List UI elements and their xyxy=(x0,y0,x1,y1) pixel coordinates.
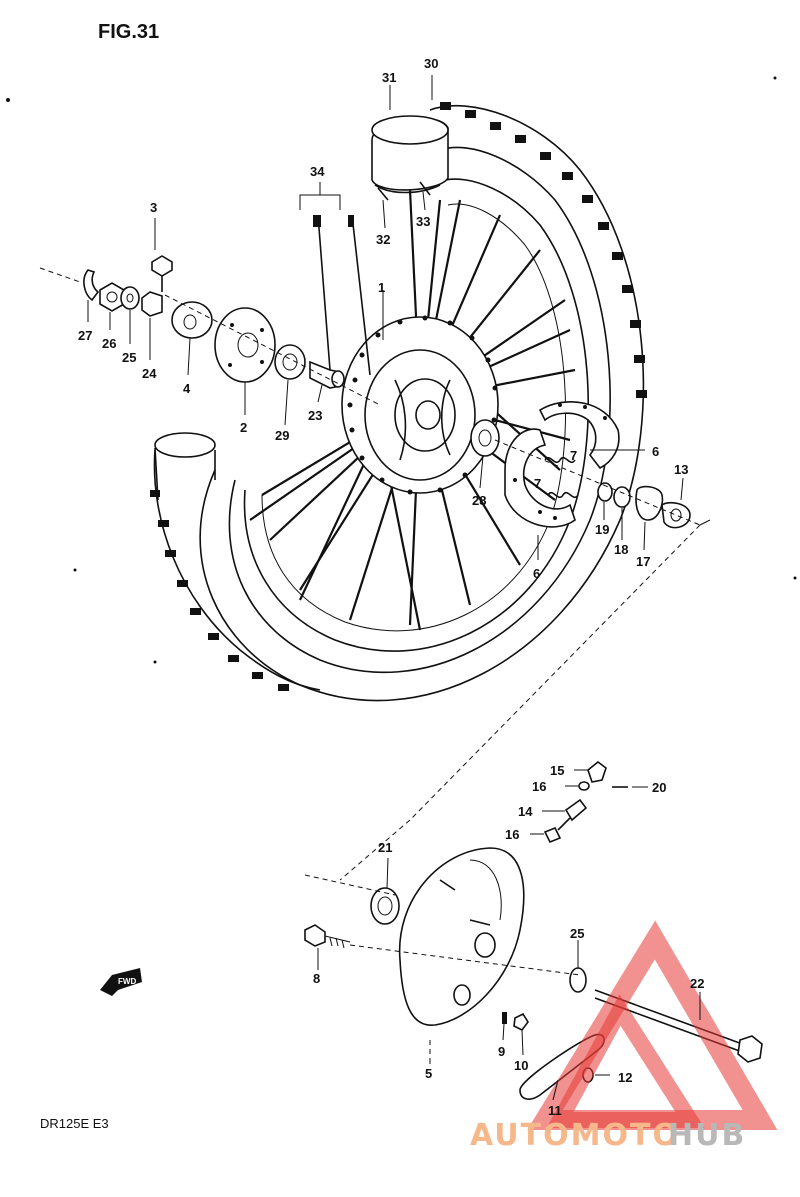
callout-31: 31 xyxy=(382,70,396,85)
callout-7-upper: 7 xyxy=(570,448,577,463)
callout-14: 14 xyxy=(518,804,533,819)
callout-32: 32 xyxy=(376,232,390,247)
washer xyxy=(120,286,140,310)
callout-3: 3 xyxy=(150,200,157,215)
washer-ring xyxy=(613,486,631,508)
callout-17: 17 xyxy=(636,554,650,569)
callout-20: 20 xyxy=(652,780,666,795)
callout-6-lower: 6 xyxy=(533,566,540,581)
brake-panel-assembly xyxy=(304,760,763,1100)
lock-plate xyxy=(635,485,664,521)
callout-21: 21 xyxy=(378,840,392,855)
callout-7-lower: 7 xyxy=(534,476,541,491)
callout-22: 22 xyxy=(690,976,704,991)
cotter-pin xyxy=(83,269,100,302)
valve-parts xyxy=(377,181,431,201)
callout-16-upper: 16 xyxy=(532,779,546,794)
model-code: DR125E E3 xyxy=(40,1116,109,1131)
bearing-retainer xyxy=(214,307,276,383)
callout-25-left: 25 xyxy=(122,350,136,365)
callout-15: 15 xyxy=(550,763,564,778)
tread-right xyxy=(440,102,647,398)
callouts: 3 27 26 25 24 4 2 29 23 1 31 30 34 32 33… xyxy=(78,56,704,1118)
front-wheel-assembly xyxy=(150,102,647,702)
watermark-text-b: HUB xyxy=(668,1118,746,1153)
brake-shoe-lower xyxy=(504,428,576,528)
shoe-spring-upper xyxy=(544,456,576,464)
fwd-label: FWD xyxy=(118,977,136,986)
callout-9: 9 xyxy=(498,1044,505,1059)
callout-6-upper: 6 xyxy=(652,444,659,459)
oil-seal xyxy=(370,887,400,925)
hub-axle-hole xyxy=(415,400,441,430)
figure-title: FIG.31 xyxy=(98,21,159,43)
callout-2: 2 xyxy=(240,420,247,435)
callout-13: 13 xyxy=(674,462,688,477)
watermark-text-a: AUTOMOTO xyxy=(470,1118,680,1153)
callout-24: 24 xyxy=(142,366,157,381)
axle-nut-right xyxy=(661,501,691,529)
cam-lever-washer xyxy=(569,967,587,993)
callout-16-lower: 16 xyxy=(505,827,519,842)
spoke-set xyxy=(299,182,371,376)
brake-panel xyxy=(398,847,525,1026)
callout-4: 4 xyxy=(183,381,191,396)
callout-25-right: 25 xyxy=(570,926,584,941)
spacer-plate xyxy=(171,301,213,339)
callout-12: 12 xyxy=(618,1070,632,1085)
tire-outer xyxy=(199,104,645,702)
callout-26: 26 xyxy=(102,336,116,351)
callout-18: 18 xyxy=(614,542,628,557)
rim-inner xyxy=(261,203,567,632)
scan-specks xyxy=(6,76,797,664)
cam-washer-upper xyxy=(578,781,590,791)
callout-27: 27 xyxy=(78,328,92,343)
shoe-spring-lower xyxy=(547,491,579,499)
cam-nut xyxy=(587,760,607,783)
cotter-pin-small xyxy=(502,1012,507,1024)
wheel-bearing xyxy=(274,344,306,380)
callout-19: 19 xyxy=(595,522,609,537)
brake-shoe-upper xyxy=(538,401,620,470)
callout-23: 23 xyxy=(308,408,322,423)
callout-5: 5 xyxy=(425,1066,432,1081)
tread-left xyxy=(150,490,289,691)
tire-section-left xyxy=(153,449,321,691)
callout-29: 29 xyxy=(275,428,289,443)
watermark: AUTOMOTO HUB xyxy=(470,920,778,1153)
right-side-parts xyxy=(470,401,711,529)
left-side-parts xyxy=(39,255,381,406)
brake-cam xyxy=(564,798,588,822)
callout-11: 11 xyxy=(548,1103,562,1118)
callout-30: 30 xyxy=(424,56,438,71)
callout-8: 8 xyxy=(313,971,320,986)
axle-head xyxy=(737,1035,763,1063)
seal-ring xyxy=(597,482,613,502)
callout-10: 10 xyxy=(514,1058,528,1073)
callout-34: 34 xyxy=(310,164,325,179)
right-bearing xyxy=(470,419,500,457)
tire-cut-left xyxy=(154,432,216,458)
small-nut xyxy=(513,1012,529,1032)
cam-washer-lower xyxy=(543,826,562,844)
tire-inner xyxy=(228,146,611,674)
fwd-arrow: FWD xyxy=(100,968,142,996)
hub-ribs xyxy=(394,379,451,461)
spacer xyxy=(141,291,163,317)
bolt xyxy=(151,255,173,277)
rim-band-top xyxy=(371,115,449,145)
watermark-triangle-inner xyxy=(546,994,705,1128)
panel-bolt xyxy=(304,924,326,947)
callout-1: 1 xyxy=(378,280,385,295)
brake-panel-pivot xyxy=(453,984,471,1006)
callout-28: 28 xyxy=(472,493,486,508)
callout-33: 33 xyxy=(416,214,430,229)
brake-panel-hub xyxy=(474,932,496,958)
tube-section xyxy=(374,184,441,194)
rim-outer xyxy=(243,178,590,652)
